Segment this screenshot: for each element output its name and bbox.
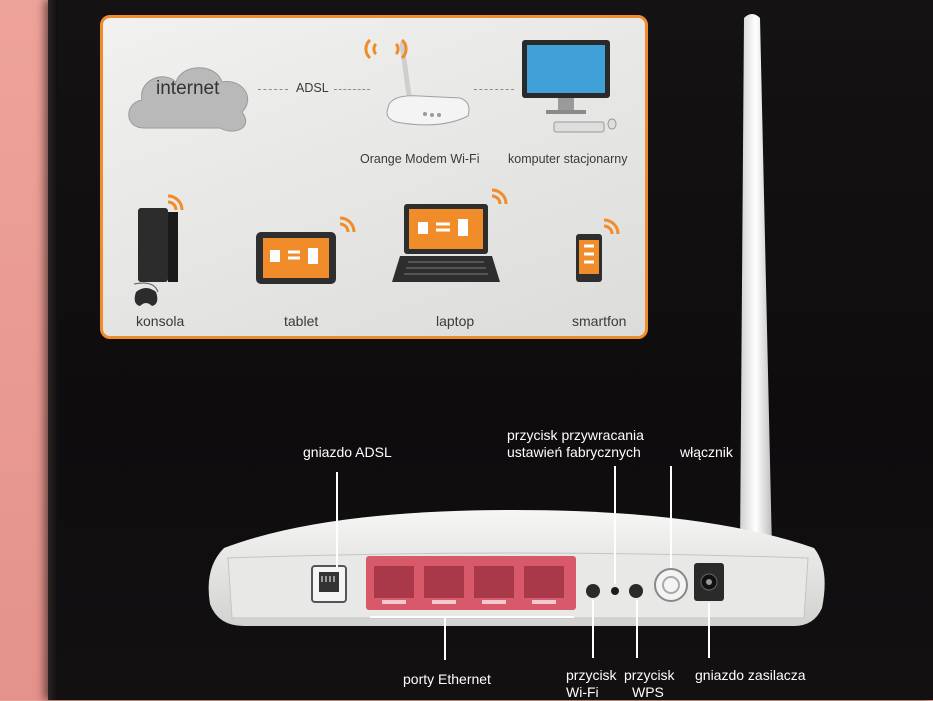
cloud-icon <box>128 67 248 132</box>
laptop-wifi-icon <box>491 188 508 205</box>
modem-label: Orange Modem Wi-Fi <box>360 152 480 166</box>
ethernet-callout: porty Ethernet <box>403 671 491 687</box>
wps-button-pointer <box>636 600 638 658</box>
wps-button-icon <box>629 584 643 598</box>
power-switch-pointer <box>670 466 672 568</box>
adsl-dash-right <box>334 89 370 90</box>
wifi-callout-line2: Wi-Fi <box>566 684 599 700</box>
power-jack-callout: gniazdo zasilacza <box>695 667 806 683</box>
reset-callout-line1: przycisk przywracania <box>507 427 644 443</box>
adsl-port-icon <box>311 565 347 603</box>
lan-dash <box>474 89 514 90</box>
ethernet-pointer <box>444 616 446 660</box>
adsl-port-pointer <box>336 472 338 568</box>
power-switch-icon <box>654 568 688 602</box>
desktop-computer-icon <box>522 40 617 133</box>
smartphone-icon <box>576 234 602 282</box>
wps-callout-line2: WPS <box>632 684 664 700</box>
tablet-icon <box>256 232 336 284</box>
power-jack-pointer <box>708 603 710 658</box>
modem-icon <box>386 41 470 126</box>
wifi-button-pointer <box>592 600 594 658</box>
adsl-label: ADSL <box>296 81 329 95</box>
reset-callout-line2: ustawień fabrycznych <box>507 444 641 460</box>
tablet-wifi-icon <box>339 216 356 233</box>
adsl-port-callout: gniazdo ADSL <box>303 444 392 460</box>
tablet-label: tablet <box>284 313 319 329</box>
power-switch-callout: włącznik <box>680 444 733 460</box>
smartphone-wifi-icon <box>603 218 620 235</box>
adsl-dash-left <box>258 89 288 90</box>
reset-button-icon <box>611 587 619 595</box>
ethernet-ports-icon <box>366 556 576 610</box>
power-jack-icon <box>694 563 724 601</box>
laptop-label: laptop <box>436 313 475 329</box>
console-icon <box>133 208 178 306</box>
wps-callout-line1: przycisk <box>624 667 675 683</box>
wifi-button-icon <box>586 584 600 598</box>
reset-pointer <box>614 466 616 584</box>
wifi-callout-line1: przycisk <box>566 667 617 683</box>
console-label: konsola <box>136 313 185 329</box>
ethernet-bracket <box>370 616 574 618</box>
modem-wifi-icon <box>364 38 408 60</box>
smartphone-label: smartfon <box>572 313 627 329</box>
internet-label: internet <box>156 78 220 99</box>
desktop-label: komputer stacjonarny <box>508 152 628 166</box>
laptop-icon <box>392 204 500 282</box>
console-wifi-icon <box>167 194 184 211</box>
box-edge <box>48 0 58 700</box>
